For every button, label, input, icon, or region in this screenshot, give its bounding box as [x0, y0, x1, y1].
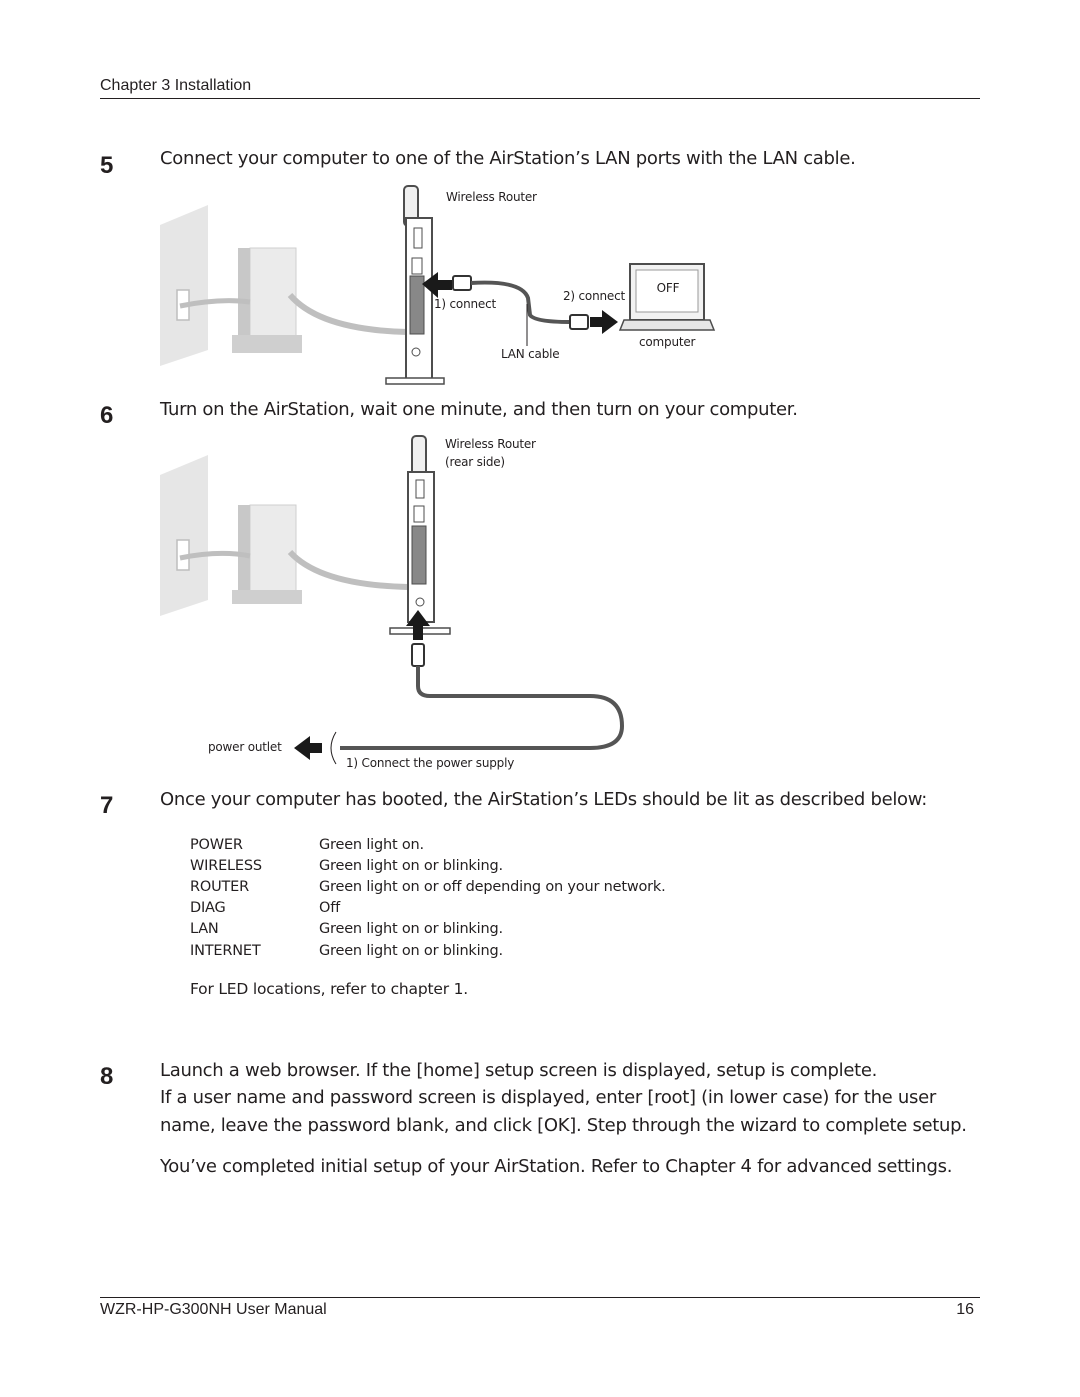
laptop-off-label: OFF [656, 281, 680, 295]
power-plug-illustration [411, 643, 425, 667]
power-outlet-label: power outlet [208, 740, 282, 754]
led-name: INTERNET [190, 942, 261, 959]
led-name: POWER [190, 836, 243, 853]
header-rule [100, 98, 980, 99]
led-description: Green light on or blinking. [319, 857, 503, 874]
computer-label: computer [639, 335, 696, 349]
page-number: 16 [956, 1301, 974, 1318]
power-supply-label: 1) Connect the power supply [346, 756, 515, 770]
router-label: Wireless Router [446, 190, 537, 204]
step-text: Turn on the AirStation, wait one minute,… [160, 399, 798, 420]
led-description: Green light on. [319, 836, 424, 853]
wall-illustration [160, 455, 208, 616]
laptop-illustration [618, 263, 716, 331]
step-number: 8 [100, 1063, 114, 1090]
router-illustration [389, 435, 451, 635]
led-row: DIAG Off [190, 898, 666, 919]
lan-connection-figure [160, 185, 716, 385]
arrow-up-icon [406, 610, 430, 640]
arrow-left-icon [294, 736, 322, 760]
lan-cable-label: LAN cable [501, 347, 560, 361]
led-name: DIAG [190, 900, 226, 917]
step-text: Once your computer has booted, the AirSt… [160, 789, 927, 810]
step-number: 5 [100, 152, 114, 179]
chapter-header: Chapter 3 Installation [100, 77, 252, 94]
footer-rule [100, 1297, 980, 1298]
router-illustration [385, 185, 445, 385]
lan-cable-illustration [452, 275, 589, 330]
led-row: ROUTER Green light on or off depending o… [190, 876, 666, 897]
led-location-note: For LED locations, refer to chapter 1. [190, 980, 468, 998]
led-row: INTERNET Green light on or blinking. [190, 940, 666, 961]
led-description: Green light on or off depending on your … [319, 878, 666, 895]
led-description: Green light on or blinking. [319, 921, 503, 938]
step-number: 7 [100, 792, 114, 819]
power-cable-illustration [340, 666, 625, 750]
led-table: POWER Green light on. WIRELESS Green lig… [190, 834, 666, 961]
router-rear-side-label: (rear side) [445, 455, 505, 469]
closing-paragraph: You’ve completed initial setup of your A… [160, 1156, 953, 1177]
led-name: ROUTER [190, 878, 249, 895]
step-text: Connect your computer to one of the AirS… [160, 148, 856, 169]
wall-illustration [160, 205, 208, 366]
arrow-right-icon [590, 310, 618, 334]
connect-step-1-label: 1) connect [434, 297, 496, 311]
power-connection-figure [160, 435, 625, 765]
step-text-line: name, leave the password blank, and clic… [160, 1115, 967, 1136]
led-name: LAN [190, 921, 219, 938]
led-row: LAN Green light on or blinking. [190, 919, 666, 940]
step-number: 6 [100, 402, 114, 429]
led-row: POWER Green light on. [190, 834, 666, 855]
led-row: WIRELESS Green light on or blinking. [190, 855, 666, 876]
step-text-line: Launch a web browser. If the [home] setu… [160, 1060, 878, 1081]
led-description: Off [319, 900, 341, 917]
step-text-line: If a user name and password screen is di… [160, 1087, 936, 1108]
arrow-left-icon [422, 272, 452, 298]
led-name: WIRELESS [190, 857, 262, 874]
manual-title: WZR-HP-G300NH User Manual [100, 1301, 327, 1318]
led-description: Green light on or blinking. [319, 942, 503, 959]
connect-step-2-label: 2) connect [563, 289, 625, 303]
router-label: Wireless Router [445, 437, 536, 451]
